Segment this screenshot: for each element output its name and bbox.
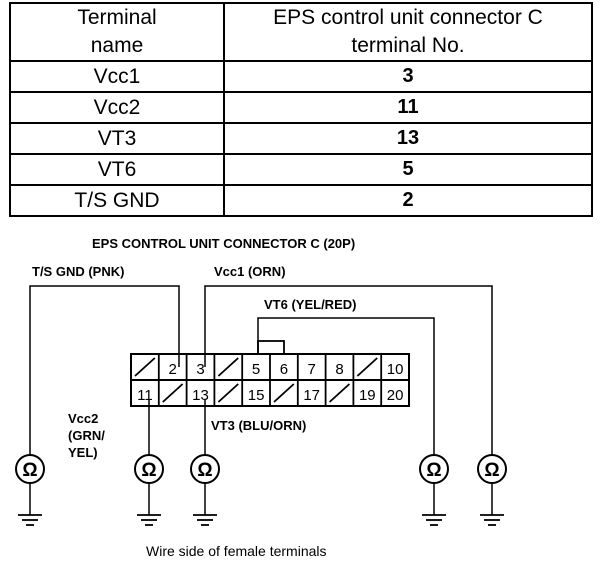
connector-pin-13: 13 — [192, 387, 209, 404]
header-terminal-number-line2: terminal No. — [351, 34, 465, 57]
connector-pin-15: 15 — [248, 387, 265, 404]
connector-pin-5: 5 — [252, 361, 260, 378]
row-terminal: 5 — [223, 153, 593, 186]
ohm-symbol-icon: Ω — [197, 460, 212, 481]
row-name: VT6 — [9, 153, 225, 186]
connector-cells: 2 3 5 6 7 8 10 11 13 15 17 19 20 — [134, 354, 404, 406]
ohmmeter-5: Ω — [477, 454, 507, 526]
ohmmeter-2: Ω — [134, 454, 164, 526]
connector-pin-8: 8 — [335, 361, 343, 378]
connector-cell-empty — [134, 357, 156, 377]
connector-pin-11: 11 — [137, 387, 153, 404]
header-terminal-name-line2: name — [90, 34, 144, 57]
label-vcc2-line2: (GRN/ — [68, 428, 105, 443]
diagram-title: EPS CONTROL UNIT CONNECTOR C (20P) — [92, 236, 355, 251]
label-ts-gnd: T/S GND (PNK) — [32, 264, 124, 279]
terminal-table: Terminal name EPS control unit connector… — [9, 2, 593, 217]
header-terminal-name: Terminal name — [9, 2, 225, 62]
connector-cell-empty — [356, 357, 378, 377]
row-terminal: 11 — [223, 91, 593, 124]
row-terminal: 2 — [223, 184, 593, 217]
row-name: Vcc2 — [9, 91, 225, 124]
connector-cell-empty — [273, 383, 295, 403]
wiring — [29, 285, 493, 455]
header-terminal-number-line1: EPS control unit connector C — [273, 6, 543, 29]
table-row: T/S GND 2 — [9, 184, 593, 217]
row-terminal: 3 — [223, 60, 593, 93]
row-name: Vcc1 — [9, 60, 225, 93]
table-row: Vcc1 3 — [9, 60, 593, 93]
ohmmeter-1: Ω — [15, 454, 45, 526]
ohm-symbol-icon: Ω — [141, 460, 156, 481]
label-vcc2-line3: YEL) — [68, 445, 98, 460]
connector-cell-empty — [217, 357, 239, 377]
table-row: VT3 13 — [9, 122, 593, 155]
diagram-caption: Wire side of female terminals — [146, 543, 327, 559]
connector-pin-17: 17 — [303, 387, 320, 404]
ohmmeter-4: Ω — [419, 454, 449, 526]
ohm-symbol-icon: Ω — [22, 460, 37, 481]
ohm-symbol-icon: Ω — [426, 460, 441, 481]
connector-pin-6: 6 — [280, 361, 288, 378]
wire-vt6 — [257, 317, 435, 455]
connector-pin-7: 7 — [308, 361, 316, 378]
connector-pin-20: 20 — [387, 387, 404, 404]
label-vcc1: Vcc1 (ORN) — [214, 264, 286, 279]
connector-pin-3: 3 — [196, 361, 204, 378]
connector-pin-10: 10 — [387, 361, 404, 378]
table-row: Vcc2 11 — [9, 91, 593, 124]
ohm-symbol-icon: Ω — [484, 460, 499, 481]
connector-pin-19: 19 — [359, 387, 376, 404]
connector-lock-tab — [257, 340, 285, 355]
header-terminal-number: EPS control unit connector C terminal No… — [223, 2, 593, 62]
row-name: T/S GND — [9, 184, 225, 217]
connector-pin-2: 2 — [169, 361, 177, 378]
table-row: VT6 5 — [9, 153, 593, 186]
connector-cell-empty — [162, 383, 184, 403]
wire-ts-gnd — [29, 285, 180, 455]
header-terminal-name-line1: Terminal — [77, 6, 157, 29]
row-terminal: 13 — [223, 122, 593, 155]
wire-vcc1 — [204, 285, 493, 455]
connector-cell-empty — [217, 383, 239, 403]
label-vcc2-line1: Vcc2 — [68, 411, 98, 426]
row-name: VT3 — [9, 122, 225, 155]
table-header-row: Terminal name EPS control unit connector… — [9, 2, 593, 62]
label-vt3: VT3 (BLU/ORN) — [211, 418, 306, 433]
connector-cell-empty — [328, 383, 351, 403]
ohmmeter-3: Ω — [190, 454, 220, 526]
label-vt6: VT6 (YEL/RED) — [264, 297, 356, 312]
